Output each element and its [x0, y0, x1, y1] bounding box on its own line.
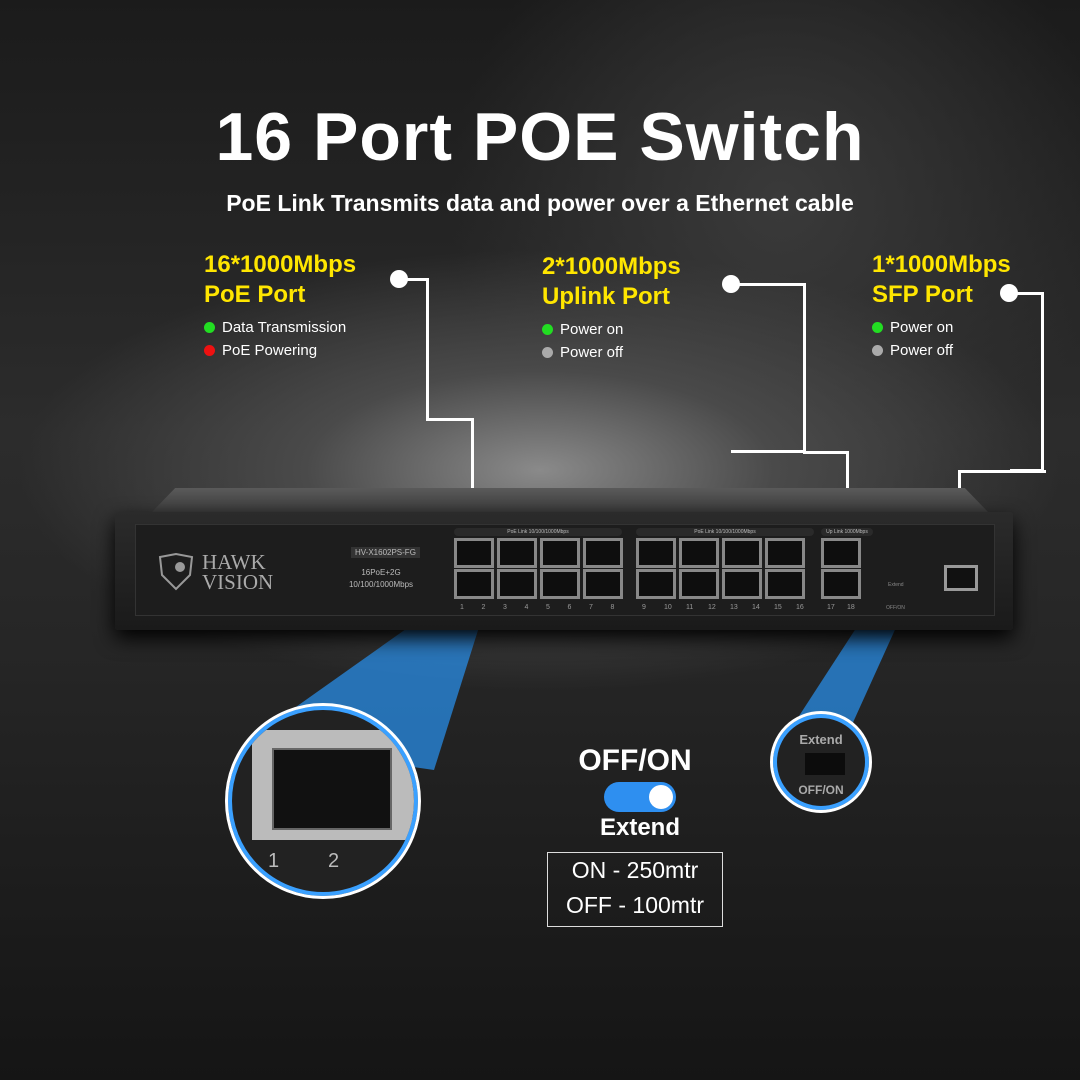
port-number: 5: [546, 604, 550, 611]
leader-line: [1010, 292, 1044, 472]
leader-line: [426, 278, 474, 421]
port-number: 14: [752, 604, 760, 611]
pin-dot: [390, 270, 408, 288]
port-group-label: Up Link 1000Mbps: [821, 528, 873, 536]
gray-dot-icon: [542, 347, 553, 358]
port-number: 18: [847, 604, 855, 611]
leader-line: [731, 283, 806, 453]
port-number: 2: [481, 604, 486, 611]
port-number-label: 1: [268, 850, 280, 872]
extend-switch-label: Extend: [888, 582, 904, 588]
ethernet-port[interactable]: [821, 569, 861, 599]
leader-line: [803, 451, 849, 454]
ethernet-port[interactable]: [765, 569, 805, 599]
ethernet-port[interactable]: [679, 569, 719, 599]
green-dot-icon: [542, 324, 553, 335]
ethernet-port[interactable]: [583, 538, 623, 568]
range-off: OFF - 100mtr: [565, 892, 704, 918]
port-group-label: PoE Link 10/100/1000Mbps: [636, 528, 814, 536]
legend-item: Power on: [872, 316, 1011, 339]
port-group-label: PoE Link 10/100/1000Mbps: [454, 528, 622, 536]
switch-top-cover: [150, 488, 990, 514]
legend-item: PoE Powering: [204, 339, 356, 362]
sfp-port[interactable]: [944, 565, 978, 591]
legend-item: Power off: [872, 339, 1011, 362]
port-number: 16: [796, 604, 804, 611]
extend-label: Extend: [799, 732, 843, 747]
legend-item: Power on: [542, 318, 681, 341]
ethernet-port[interactable]: [497, 538, 537, 568]
port-number: 7: [589, 604, 593, 611]
ethernet-port[interactable]: [679, 538, 719, 568]
extend-toggle[interactable]: [604, 782, 676, 812]
green-dot-icon: [204, 322, 215, 333]
toggle-heading: OFF/ON: [578, 744, 692, 777]
subtitle: PoE Link Transmits data and power over a…: [226, 190, 854, 216]
toggle-label: Extend: [599, 814, 680, 841]
green-dot-icon: [872, 322, 883, 333]
zoomed-rj45-port: 1 2: [225, 703, 421, 899]
port-number: 8: [610, 604, 615, 611]
port-number: 10: [664, 604, 672, 611]
port-number: 3: [503, 604, 507, 611]
port-number: 6: [567, 604, 572, 611]
ethernet-port[interactable]: [722, 538, 762, 568]
port-number: 12: [708, 604, 716, 611]
off-on-label: OFF/ON: [798, 783, 844, 797]
ethernet-port[interactable]: [636, 569, 676, 599]
ethernet-port[interactable]: [636, 538, 676, 568]
ethernet-port[interactable]: [722, 569, 762, 599]
extend-switch-label: OFF/ON: [886, 605, 905, 611]
hawk-logo-icon: [158, 553, 194, 591]
range-on: ON - 250mtr: [571, 857, 699, 883]
ethernet-port[interactable]: [454, 538, 494, 568]
leader-line: [399, 278, 428, 281]
leader-line: [958, 470, 1046, 473]
port-number: 13: [730, 604, 738, 611]
legend-item: Power off: [542, 341, 681, 364]
zoomed-extend-switch: Extend OFF/ON: [770, 711, 872, 813]
port-number: 4: [524, 604, 529, 611]
port-number: 11: [686, 604, 694, 611]
ethernet-port[interactable]: [821, 538, 861, 568]
port-number-label: 2: [328, 850, 340, 872]
port-number: 1: [460, 604, 464, 611]
port-number: 9: [642, 604, 646, 611]
toggle-knob: [649, 785, 673, 809]
leader-line: [471, 419, 474, 535]
port-number: 17: [827, 604, 835, 611]
ethernet-port[interactable]: [583, 569, 623, 599]
ethernet-port[interactable]: [540, 538, 580, 568]
red-dot-icon: [204, 345, 215, 356]
ethernet-port[interactable]: [454, 569, 494, 599]
pin-dot: [722, 275, 740, 293]
legend-item: Data Transmission: [204, 316, 356, 339]
pin-dot: [1000, 284, 1018, 302]
ethernet-port[interactable]: [765, 538, 805, 568]
port-number: 15: [774, 604, 782, 611]
dip-switch: [805, 753, 845, 775]
gray-dot-icon: [872, 345, 883, 356]
ethernet-port[interactable]: [540, 569, 580, 599]
page-title: 16 Port POE Switch: [215, 99, 865, 175]
model-number: HV-X1602PS-FG: [351, 547, 420, 558]
ethernet-port[interactable]: [497, 569, 537, 599]
